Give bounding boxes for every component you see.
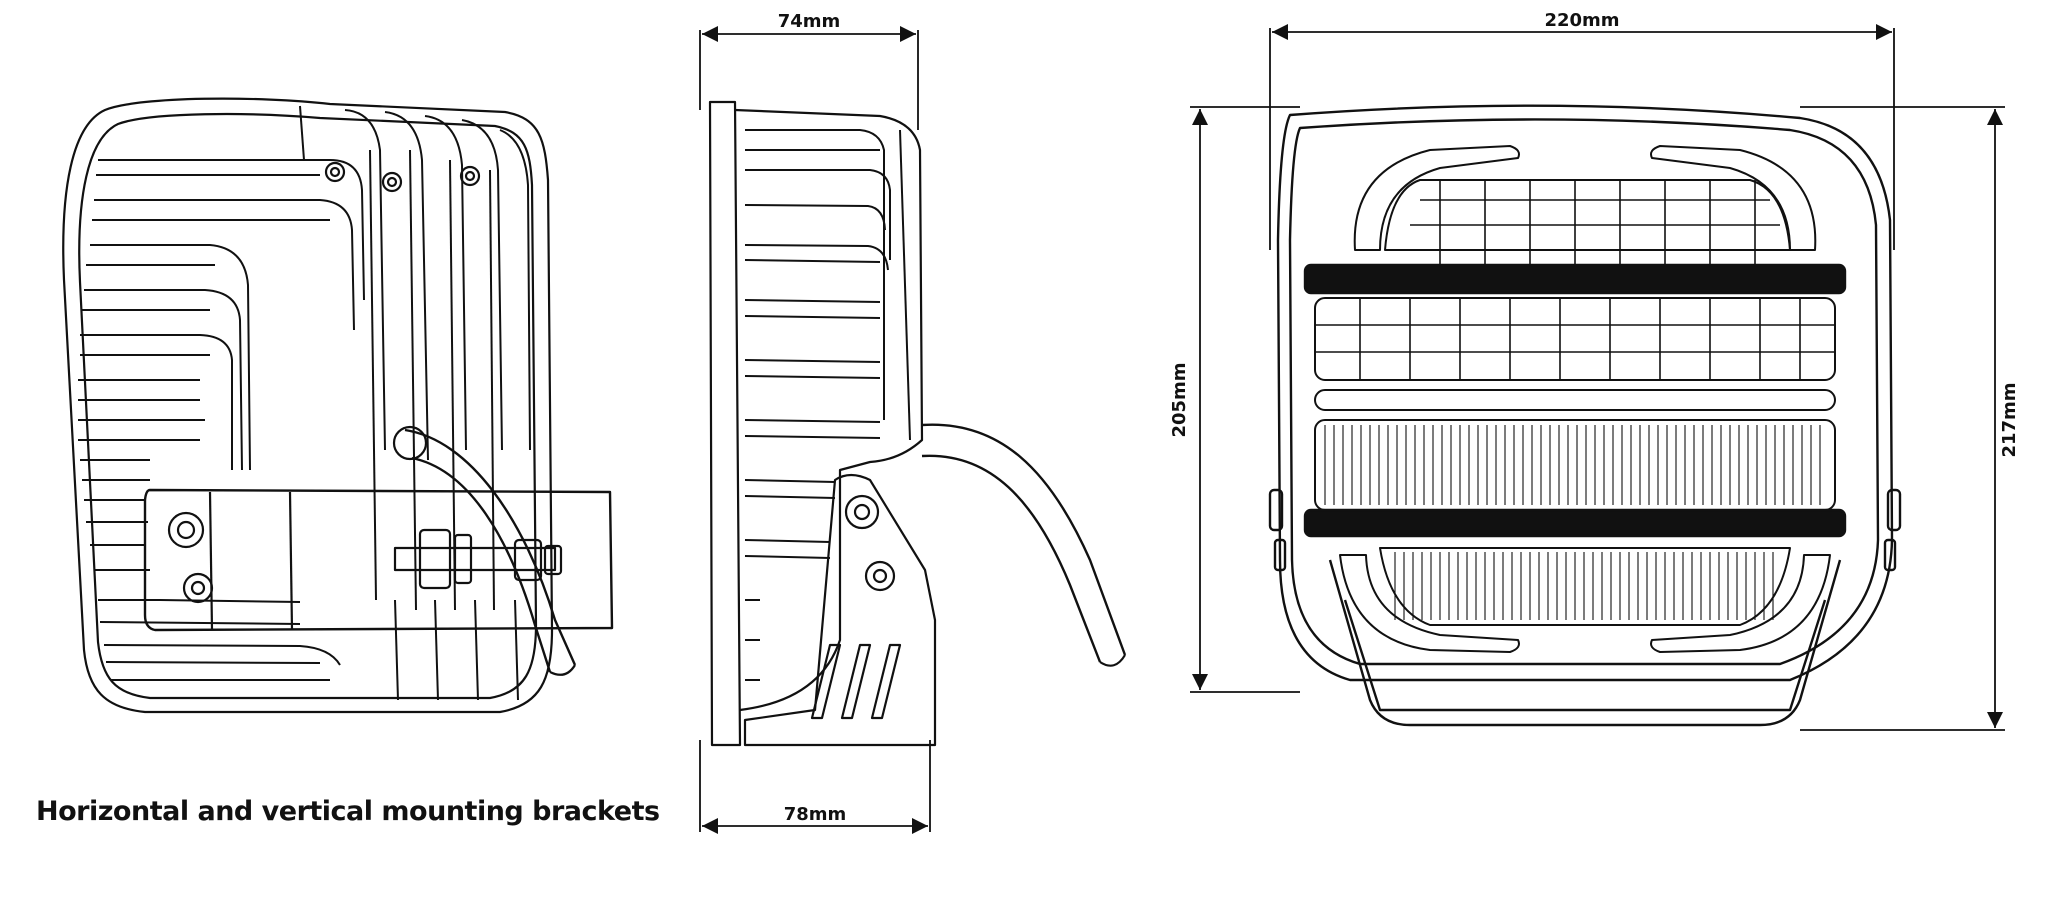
dim-label-217mm: 217mm [1999,382,2020,457]
side-view-drawing [708,100,1127,747]
dimension-lines [699,23,2005,835]
drawing-caption: Horizontal and vertical mounting bracket… [36,796,660,827]
dim-label-74mm: 74mm [778,11,841,32]
rear-view-drawing [62,97,614,714]
front-view-drawing [1268,104,1902,727]
dim-label-205mm: 205mm [1169,362,1190,437]
dim-label-78mm: 78mm [784,804,847,825]
dim-label-220mm: 220mm [1544,10,1619,31]
